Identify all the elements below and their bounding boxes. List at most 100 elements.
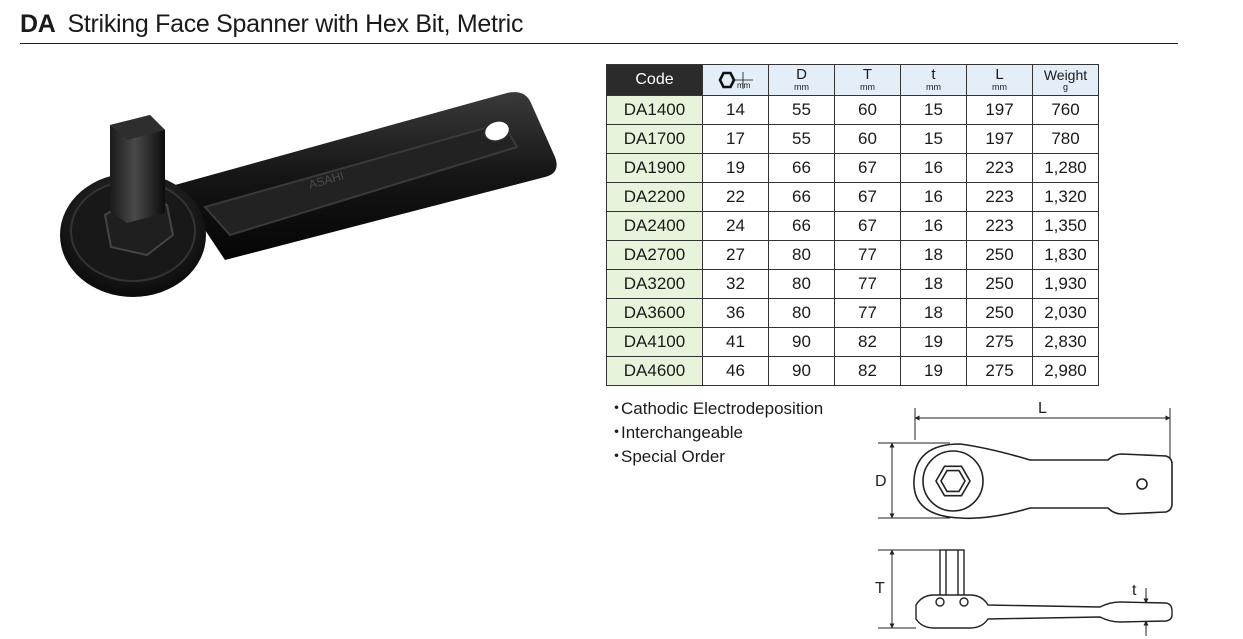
cell-t: 18 [900, 269, 967, 299]
col-t-label: t [931, 66, 936, 83]
col-L-unit: mm [992, 82, 1007, 92]
cell-weight: 2,980 [1032, 356, 1099, 386]
dimension-drawing: L D T t [875, 400, 1173, 636]
cell-T: 67 [834, 211, 901, 241]
col-header-hex: mm [702, 64, 769, 96]
cell-code: DA2200 [606, 182, 703, 212]
cell-L: 250 [966, 269, 1033, 299]
cell-hex: 36 [702, 298, 769, 328]
bullet: ・ [608, 423, 625, 442]
cell-code: DA2400 [606, 211, 703, 241]
cell-D: 66 [768, 153, 835, 183]
cell-D: 55 [768, 124, 835, 154]
table-row: DA2200 22 66 67 16 223 1,320 [606, 182, 1099, 212]
cell-weight: 1,830 [1032, 240, 1099, 270]
cell-t: 16 [900, 182, 967, 212]
table-row: DA2700 27 80 77 18 250 1,830 [606, 240, 1099, 270]
col-D-label: D [796, 66, 807, 83]
table-row: DA4600 46 90 82 19 275 2,980 [606, 356, 1099, 386]
cell-T: 67 [834, 153, 901, 183]
cell-t: 18 [900, 298, 967, 328]
col-header-code: Code [606, 64, 703, 96]
dim-label-D: D [875, 473, 887, 490]
cell-T: 77 [834, 269, 901, 299]
cell-hex: 41 [702, 327, 769, 357]
cell-t: 15 [900, 95, 967, 125]
cell-code: DA4100 [606, 327, 703, 357]
bullet: ・ [608, 399, 625, 418]
cell-D: 80 [768, 298, 835, 328]
cell-hex: 14 [702, 95, 769, 125]
note-text: Cathodic Electrodeposition [621, 399, 824, 418]
dim-label-L: L [1038, 400, 1047, 417]
cell-code: DA4600 [606, 356, 703, 386]
cell-T: 77 [834, 298, 901, 328]
note-item: ・Special Order [608, 445, 823, 469]
cell-code: DA2700 [606, 240, 703, 270]
cell-L: 223 [966, 182, 1033, 212]
cell-L: 197 [966, 95, 1033, 125]
cell-code: DA3200 [606, 269, 703, 299]
cell-weight: 760 [1032, 95, 1099, 125]
product-photo: ASAHI [60, 92, 557, 297]
note-text: Special Order [621, 447, 725, 466]
title-divider [20, 43, 1178, 44]
col-weight-unit: g [1062, 82, 1068, 92]
table-row: DA3600 36 80 77 18 250 2,030 [606, 298, 1099, 328]
cell-T: 60 [834, 124, 901, 154]
cell-weight: 1,350 [1032, 211, 1099, 241]
cell-D: 90 [768, 327, 835, 357]
feature-notes: ・Cathodic Electrodeposition ・Interchange… [608, 397, 823, 469]
cell-L: 275 [966, 327, 1033, 357]
cell-weight: 1,280 [1032, 153, 1099, 183]
cell-code: DA1400 [606, 95, 703, 125]
note-item: ・Interchangeable [608, 421, 823, 445]
cell-T: 60 [834, 95, 901, 125]
cell-t: 15 [900, 124, 967, 154]
cell-D: 90 [768, 356, 835, 386]
cell-hex: 32 [702, 269, 769, 299]
col-weight-label: Weight [1043, 67, 1088, 83]
cell-D: 66 [768, 211, 835, 241]
cell-L: 250 [966, 240, 1033, 270]
cell-hex: 22 [702, 182, 769, 212]
cell-weight: 780 [1032, 124, 1099, 154]
title-text: Striking Face Spanner with Hex Bit, Metr… [67, 10, 524, 38]
cell-hex: 24 [702, 211, 769, 241]
cell-weight: 1,320 [1032, 182, 1099, 212]
cell-D: 66 [768, 182, 835, 212]
series-code: DA [20, 10, 56, 38]
col-t-unit: mm [926, 82, 941, 92]
table-row: DA3200 32 80 77 18 250 1,930 [606, 269, 1099, 299]
cell-D: 80 [768, 240, 835, 270]
cell-hex: 17 [702, 124, 769, 154]
table-row: DA1900 19 66 67 16 223 1,280 [606, 153, 1099, 183]
cell-hex: 27 [702, 240, 769, 270]
cell-t: 19 [900, 356, 967, 386]
cell-t: 16 [900, 211, 967, 241]
cell-T: 82 [834, 356, 901, 386]
cell-D: 80 [768, 269, 835, 299]
cell-code: DA1700 [606, 124, 703, 154]
hex-unit: mm [737, 81, 751, 90]
page-title: DA Striking Face Spanner with Hex Bit, Me… [20, 10, 523, 39]
table-row: DA2400 24 66 67 16 223 1,350 [606, 211, 1099, 241]
col-T-unit: mm [860, 82, 875, 92]
cell-L: 223 [966, 211, 1033, 241]
hex-bit-icon: mm [718, 71, 753, 90]
cell-t: 19 [900, 327, 967, 357]
cell-code: DA3600 [606, 298, 703, 328]
cell-t: 16 [900, 153, 967, 183]
table-row: DA1700 17 55 60 15 197 780 [606, 124, 1099, 154]
cell-T: 77 [834, 240, 901, 270]
bullet: ・ [608, 447, 625, 466]
cell-L: 197 [966, 124, 1033, 154]
dim-label-T: T [875, 580, 885, 597]
cell-D: 55 [768, 95, 835, 125]
